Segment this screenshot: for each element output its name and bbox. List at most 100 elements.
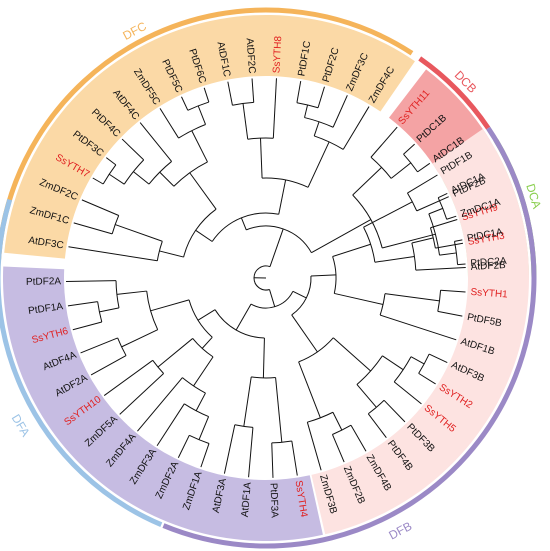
leaf-label-atdf2b: AtDF2B xyxy=(470,260,506,273)
branch-segment xyxy=(197,309,216,321)
branch-arc xyxy=(246,225,312,253)
branch-segment xyxy=(428,353,448,363)
branch-segment xyxy=(191,130,208,163)
branch-arc xyxy=(453,241,459,265)
branch-segment xyxy=(68,246,158,262)
branch-segment xyxy=(356,384,377,408)
branch-segment xyxy=(271,442,274,478)
branch-segment xyxy=(407,174,438,194)
branch-segment xyxy=(446,215,457,220)
leaf-label-ssyth1: SsYTH1 xyxy=(470,287,508,301)
branch-segment xyxy=(139,122,172,162)
branch-segment xyxy=(157,338,194,368)
branch-segment xyxy=(457,263,466,266)
leaf-label-atdf3c: AtDF3C xyxy=(28,235,65,251)
branch-segment xyxy=(379,314,457,341)
branch-segment xyxy=(260,138,263,179)
clade-background-dfa xyxy=(3,266,323,541)
branch-segment xyxy=(352,166,382,196)
group-ring-dfc xyxy=(0,7,414,260)
branch-arc xyxy=(250,291,294,309)
branch-segment xyxy=(454,239,463,242)
branch-segment xyxy=(251,78,255,103)
branch-segment xyxy=(332,337,371,372)
branch-segment xyxy=(393,381,422,405)
branch-segment xyxy=(310,274,336,277)
branch-arc xyxy=(262,177,309,188)
branch-arc xyxy=(117,337,127,356)
branch-segment xyxy=(189,172,217,210)
branch-segment xyxy=(430,219,458,229)
branch-segment xyxy=(382,355,404,371)
branch-segment xyxy=(416,196,449,212)
branch-segment xyxy=(272,78,277,139)
branch-segment xyxy=(304,104,309,118)
branch-arc xyxy=(253,265,271,291)
branch-segment xyxy=(72,321,102,331)
branch-arc xyxy=(187,101,209,111)
branch-segment xyxy=(383,399,406,423)
group-label-dfa: DFA xyxy=(9,412,33,439)
clade-background-dfc xyxy=(4,15,415,259)
branch-segment xyxy=(296,80,302,103)
leaf-label-ptdf3a: PtDF3A xyxy=(268,483,280,519)
branch-segment xyxy=(382,233,436,249)
branch-segment xyxy=(121,329,158,348)
branch-segment xyxy=(435,242,464,249)
branch-segment xyxy=(81,199,119,216)
clade-backgrounds xyxy=(3,15,529,541)
branch-arc xyxy=(146,291,159,330)
branch-segment xyxy=(105,157,117,166)
branch-segment xyxy=(223,424,236,474)
branch-segment xyxy=(331,434,345,463)
branch-segment xyxy=(193,356,214,387)
branch-segment xyxy=(311,219,372,254)
branch-arc xyxy=(232,101,254,106)
branch-segment xyxy=(80,337,118,354)
branch-arc xyxy=(173,161,208,187)
branch-segment xyxy=(116,290,147,295)
leaf-label-atdf1a: AtDF1A xyxy=(240,481,254,517)
branch-segment xyxy=(342,106,370,150)
branch-segment xyxy=(103,359,154,396)
branch-arc xyxy=(214,309,265,339)
branch-segment xyxy=(291,314,318,353)
branch-segment xyxy=(437,193,448,199)
branch-arc xyxy=(418,353,430,374)
branch-segment xyxy=(108,173,125,185)
tree-branches xyxy=(66,78,466,478)
branch-segment xyxy=(269,289,276,307)
branch-segment xyxy=(363,201,413,228)
branch-arc xyxy=(192,338,214,358)
group-label-dfb: DFB xyxy=(386,519,414,543)
branch-arc xyxy=(368,399,385,415)
branch-arc xyxy=(188,299,213,338)
leaf-label-atdf2c: AtDF2C xyxy=(244,38,257,74)
branch-segment xyxy=(367,413,387,439)
branch-segment xyxy=(277,228,284,245)
group-ring-dfb xyxy=(162,126,537,549)
branch-arc xyxy=(403,153,418,173)
branch-arc xyxy=(211,212,279,242)
branch-arc xyxy=(97,301,103,323)
branch-segment xyxy=(440,289,466,293)
branch-segment xyxy=(332,412,343,431)
branch-arc xyxy=(407,192,418,212)
branch-segment xyxy=(235,303,252,331)
branch-arc xyxy=(332,256,337,294)
branch-segment xyxy=(177,435,190,458)
group-rings xyxy=(0,7,537,549)
branch-arc xyxy=(152,359,164,374)
branch-segment xyxy=(415,267,466,271)
branch-segment xyxy=(278,179,287,215)
branch-arc xyxy=(234,424,253,428)
branch-segment xyxy=(292,290,307,299)
branch-segment xyxy=(313,121,320,137)
branch-segment xyxy=(269,243,279,267)
branch-segment xyxy=(242,103,249,140)
branch-segment xyxy=(411,237,434,244)
branch-segment xyxy=(99,307,120,313)
branch-segment xyxy=(275,377,283,443)
branch-segment xyxy=(67,301,98,307)
